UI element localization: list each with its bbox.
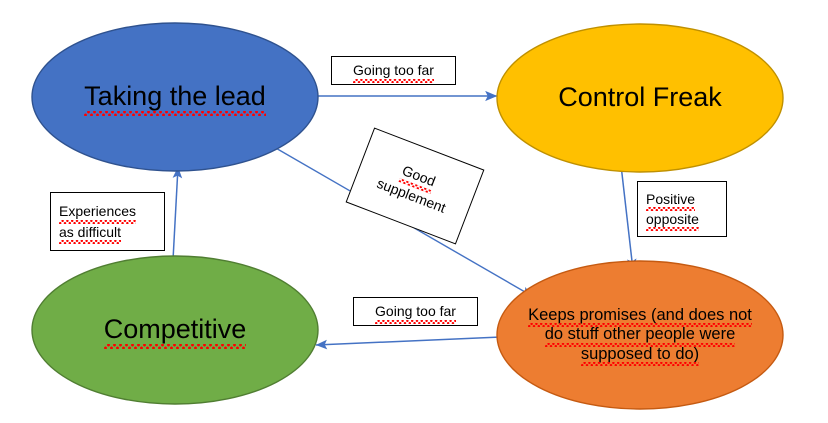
edge-label-line: as difficult — [59, 222, 121, 245]
node-shapes — [31, 22, 784, 410]
edge-label-line: Going too far — [375, 301, 456, 324]
connector-control-freak-to-keeps-promises — [620, 164, 637, 271]
node-competitive[interactable] — [31, 255, 319, 405]
edge-label-line: opposite — [646, 209, 699, 232]
edge-label-line: Experiences — [59, 201, 137, 224]
connector-keeps-promises-to-competitive — [315, 336, 502, 350]
edge-label-experiences-as-difficult: Experiences as difficult — [50, 192, 165, 251]
edge-label-going-too-far-top: Going too far — [331, 56, 456, 85]
edge-label-line: Positive — [646, 189, 696, 212]
node-keeps-promises[interactable] — [496, 260, 784, 410]
connector-group — [172, 90, 637, 350]
edge-label-going-too-far-bottom: Going too far — [353, 297, 478, 326]
node-control-freak[interactable] — [496, 23, 784, 173]
node-taking-the-lead[interactable] — [31, 22, 319, 172]
edge-label-positive-opposite: Positive opposite — [637, 181, 727, 237]
edge-label-line: Going too far — [353, 60, 434, 83]
connector-competitive-to-taking-the-lead — [172, 166, 183, 261]
